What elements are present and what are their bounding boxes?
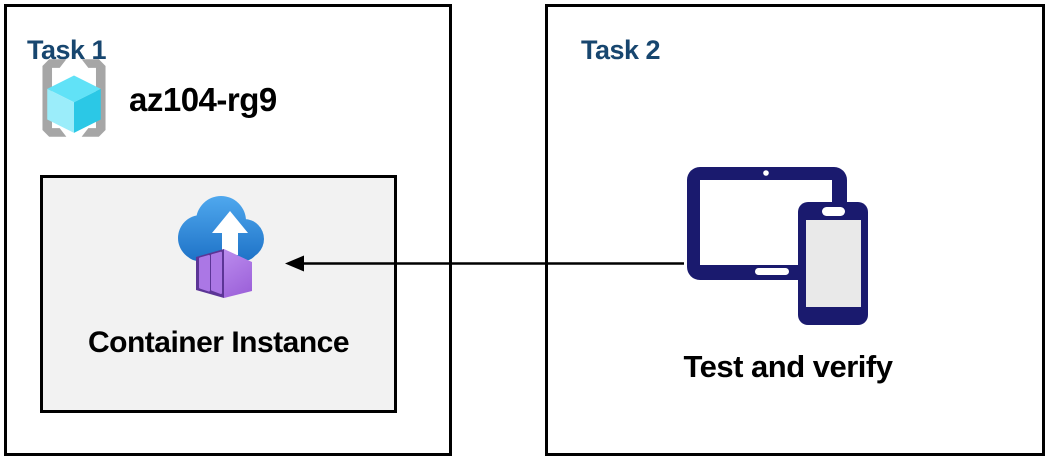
task1-panel: Task 1 az104-rg9	[4, 4, 452, 456]
resource-group-icon	[42, 59, 106, 137]
task2-panel: Task 2 Test and verify	[545, 4, 1045, 456]
tablet-and-phone-icon	[687, 167, 868, 325]
task2-title: Task 2	[581, 35, 661, 66]
resource-group-name: az104-rg9	[129, 81, 277, 118]
container-instance-label: Container Instance	[87, 326, 350, 359]
container-instance-box: Container Instance	[40, 175, 397, 413]
test-and-verify-label: Test and verify	[683, 349, 893, 384]
container-instances-icon	[178, 196, 264, 298]
